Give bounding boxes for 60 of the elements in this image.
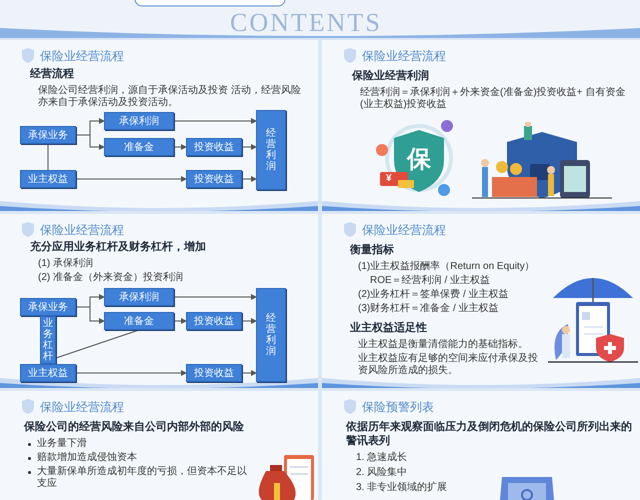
body-text: 业主权益是衡量清偿能力的基础指标。 xyxy=(358,338,529,350)
arrow xyxy=(242,144,257,150)
arrow xyxy=(76,370,187,376)
shield-character: 保 xyxy=(405,145,432,175)
list-item: (2) 准备金（外来资金）投资利润 xyxy=(38,272,184,284)
list-item: 3. 非专业领域的扩展 xyxy=(356,482,448,494)
process-box: 承保业务 xyxy=(20,298,76,316)
body-text: 业主权益应有足够的空间来应付承保及投资风险所造成的损失。 xyxy=(358,352,539,376)
section-heading: 依据历年来观察面临压力及倒闭危机的保险公司所列出来的警讯表列 xyxy=(346,421,633,448)
slide-title: 保险业经营流程 xyxy=(40,399,124,416)
list-item: (3)财务杠杆＝准备金 / 业主权益 xyxy=(358,302,500,315)
list-item: 1. 急速成长 xyxy=(356,452,408,464)
process-box: 投资收益 xyxy=(186,364,242,382)
process-box: 投资收益 xyxy=(186,170,242,188)
slide-title: 保险业经营流程 xyxy=(362,222,446,239)
list-item: (1)业主权益报酬率（Return on Equity） xyxy=(358,260,536,273)
arrow xyxy=(76,134,105,150)
arrow xyxy=(242,318,257,324)
bullet-item: 业务量下滑 xyxy=(37,438,87,450)
process-box: 承保利润 xyxy=(104,112,174,130)
process-box: 准备金 xyxy=(104,312,174,330)
connector-line xyxy=(56,330,140,358)
list-item: 2. 风险集中 xyxy=(356,466,408,478)
vertical-box: 业务杠杆 xyxy=(40,316,56,364)
slide-title: 保险预警列表 xyxy=(362,399,434,416)
process-box: 承保利润 xyxy=(104,288,174,306)
section-heading: 充分应用业务杠杆及财务杠杆，增加 xyxy=(30,241,207,255)
slide-title: 保险业经营流程 xyxy=(40,48,124,65)
background-heading: CONTENTS xyxy=(230,8,382,38)
list-item: (2)业务杠杆＝签单保费 / 业主权益 xyxy=(358,288,510,301)
section-heading: 保险公司的经营风险来自公司内部外部的风险 xyxy=(24,421,245,435)
vertical-box: 经营利润 xyxy=(256,110,286,190)
arrow xyxy=(76,306,105,324)
process-box: 承保业务 xyxy=(20,126,76,144)
formula-text: 经营利润＝承保利润＋外来资金(准备金)投资收益+ 自有资金(业主权益)投资收益 xyxy=(360,86,626,111)
vertical-box: 经营利润 xyxy=(256,288,286,382)
arrow xyxy=(242,370,257,376)
process-box: 准备金 xyxy=(104,138,174,156)
section-heading: 经营流程 xyxy=(30,68,75,82)
process-box: 投资收益 xyxy=(186,312,242,330)
process-box: 投资收益 xyxy=(186,138,242,156)
process-box: 业主权益 xyxy=(20,170,76,188)
section-heading: 衡量指标 xyxy=(350,244,395,258)
section-heading: 业主权益适足性 xyxy=(350,322,428,336)
bullet-item: 大量新保单所造成初年度的亏损，但资本不足以支应 xyxy=(37,466,248,490)
arrow xyxy=(76,176,187,182)
currency-symbol: ¥ xyxy=(386,173,393,184)
process-box: 业主权益 xyxy=(20,364,76,382)
section-heading: 保险业经营利润 xyxy=(352,70,430,84)
arrow xyxy=(174,144,187,150)
slide-title: 保险业经营流程 xyxy=(40,222,124,239)
list-item: (1) 承保利润 xyxy=(38,258,94,270)
arrow xyxy=(174,318,187,324)
arrow xyxy=(174,118,257,124)
slide-title: 保险业经营流程 xyxy=(362,48,446,65)
body-text: 保险公司经营利润，源自于承保活动及投资 活动，经营风险亦来自于承保活动及投资活动。 xyxy=(38,84,302,109)
arrow xyxy=(174,294,257,300)
bullet-item: 赔款增加造成侵蚀资本 xyxy=(37,452,137,464)
arrow xyxy=(242,176,257,182)
formula-text: ROE＝经营利润 / 业主权益 xyxy=(370,274,492,287)
